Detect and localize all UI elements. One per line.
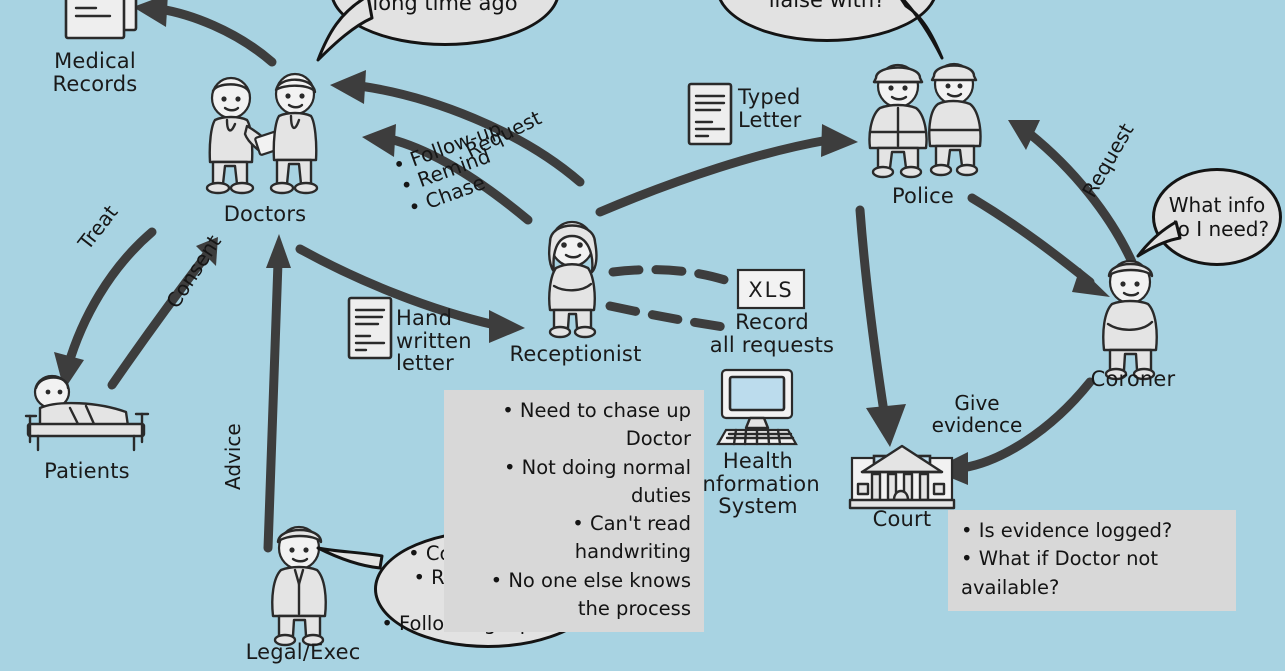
legal-exec-bubble-tail: [316, 546, 384, 570]
label-patients: Patients: [44, 459, 130, 483]
two-police-officers-icon: [868, 62, 982, 179]
computer-icon: [716, 368, 798, 446]
receptionist-icon: [548, 220, 598, 339]
label-hand-written-letter: Hand written letter: [396, 306, 472, 376]
coroner-bubble: What info do I need?: [1136, 168, 1282, 266]
doctor-bubble-text: Can't remember, long time ago: [372, 0, 518, 15]
documents-icon: [64, 0, 138, 40]
typed-letter-icon: [687, 82, 733, 146]
receptionist-pain-points-note: • Need to chase up Doctor • Not doing no…: [444, 390, 704, 633]
arrow-doctors-to-receptionist: [295, 244, 525, 343]
police-bubble-tail: [900, 0, 944, 60]
xls-file-icon: XLS: [736, 268, 806, 310]
coroner-bubble-body: What info do I need?: [1152, 168, 1282, 266]
label-record-all-requests: Record all requests: [709, 310, 835, 357]
arrow-receptionist-to-police: [595, 124, 858, 217]
arrow-treat: [54, 227, 157, 390]
arrow-police-to-court: [855, 205, 906, 447]
arrow-police-to-coroner: [967, 193, 1110, 297]
dashed-receptionist-to-xls: [605, 265, 733, 332]
label-typed-letter: Typed Letter: [738, 85, 802, 132]
label-coroner: Coroner: [1090, 367, 1176, 391]
label-doctors: Doctors: [223, 202, 307, 226]
label-legal-exec: Legal/Exec: [245, 640, 361, 664]
courthouse-icon: [848, 444, 956, 510]
doctor-bubble-tail: [316, 0, 374, 62]
label-health-information-system: Health Information System: [696, 449, 820, 519]
executive-icon: [271, 525, 327, 647]
police-bubble-text: • Who should we liaise with?: [768, 0, 886, 12]
two-doctors-icon: [205, 72, 319, 195]
xls-badge-text: XLS: [748, 278, 793, 302]
coroner-bubble-tail: [1136, 220, 1182, 258]
police-bubble: • Who should we liaise with?: [716, 0, 944, 60]
label-receptionist: Receptionist: [509, 342, 642, 366]
arrow-coroner-request-to-police: [1008, 120, 1137, 267]
label-police: Police: [891, 184, 955, 208]
arrow-label-give-evidence: Give evidence: [931, 391, 1023, 438]
arrow-followup-to-doctors: [362, 124, 533, 225]
arrow-consent: [107, 237, 218, 390]
arrow-request-to-doctors: [330, 70, 585, 187]
arrow-doctors-to-medical-records: [133, 0, 277, 67]
coroner-icon: [1102, 259, 1158, 381]
doctor-bubble: Can't remember, long time ago: [316, 0, 560, 62]
handwritten-letter-icon: [347, 296, 393, 360]
label-medical-records: Medical Records: [52, 49, 138, 96]
arrow-advice: [263, 234, 291, 553]
patient-in-bed-icon: [24, 374, 150, 452]
court-questions-note: • Is evidence logged? • What if Doctor n…: [948, 510, 1236, 611]
label-court: Court: [872, 507, 932, 531]
arrow-label-advice: Advice: [221, 423, 245, 490]
